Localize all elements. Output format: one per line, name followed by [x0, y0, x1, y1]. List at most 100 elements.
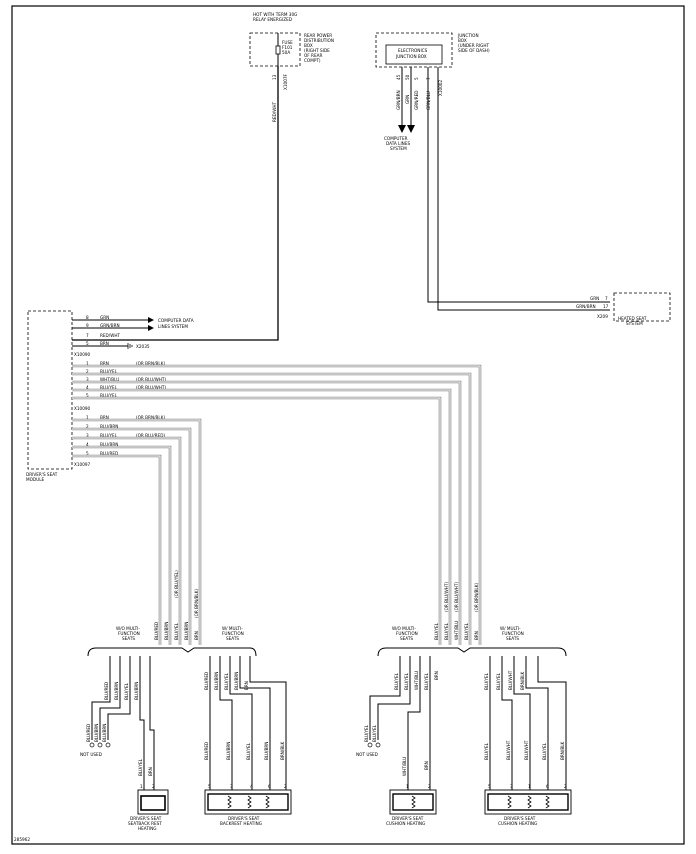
left-w-route [249, 656, 287, 795]
left-wo-label: SEATS [122, 636, 135, 641]
grn-brn-wire [437, 67, 610, 311]
jbox-conn: X10002 [438, 79, 443, 96]
not-used-terminals [367, 742, 381, 748]
jbox-pin: 5 [414, 77, 419, 80]
left-harness [72, 418, 202, 645]
jbox-wire-label: GRN/RED [414, 91, 419, 110]
junction-box [375, 32, 453, 68]
left-vert-note: (OR BLU/YEL) [174, 570, 179, 598]
right-wo-wire: BLU/YEL [394, 672, 399, 690]
module-conn: X10090 [74, 352, 91, 357]
right-wo-wire: BLU/YEL [424, 672, 429, 690]
right-w-down: BLU/WHT [506, 740, 511, 760]
rear-pin: 13 [272, 74, 277, 80]
module-cdl-1: COMPUTER DATA [158, 318, 194, 323]
left-w-down: BRN/BLK [280, 741, 285, 760]
right-w-wire: BLU/YEL [496, 672, 501, 690]
left-vertical-labels: BLU/RED BLU/BRN BLU/YEL (OR BLU/YEL) BLU… [154, 570, 199, 640]
left-big-pin: 3 [230, 784, 233, 789]
module-pin: 5 [86, 451, 89, 456]
right-vert-label: BLU/YEL [444, 622, 449, 640]
left-sm-label: HEATING [138, 826, 157, 831]
left-w-label: W/ MULTI- [222, 626, 243, 631]
resistor-icon [227, 795, 270, 809]
hot-label-1: HOT WITH TERM 30G [253, 12, 297, 17]
left-wo-route [107, 656, 131, 740]
heated-seat-system-box [613, 292, 671, 322]
right-vert-note: (OR BLU/WHT) [454, 582, 459, 612]
left-wo-wire: BLU/YEL [124, 682, 129, 700]
left-w-wire: BLU/YEL [224, 672, 229, 690]
left-w-route [219, 656, 233, 795]
right-big-label: DRIVER'S SEAT [504, 816, 536, 821]
right-wo-route [369, 656, 401, 740]
right-sm-label: DRIVER'S SEAT [392, 816, 424, 821]
left-sm-pin: 1 [140, 784, 143, 789]
module-pin: 5 [86, 393, 89, 398]
jbox-wire-label: GRN/BRN [396, 90, 401, 110]
left-w-wire: BLU/RED [204, 672, 209, 690]
left-w-down: BLU/BRN [226, 742, 231, 760]
module-pin: 1 [86, 415, 89, 420]
left-w-wire: BRN [244, 681, 249, 690]
right-seat-branch: W/O MULTI- FUNCTION SEATS W/ MULTI- FUNC… [356, 626, 572, 826]
fuse-label-1: FUSE [282, 40, 293, 45]
jbox-side-line: BOX [458, 38, 467, 43]
right-w-wire: BRN/BLK [520, 671, 525, 690]
left-w-label: SEATS [226, 636, 239, 641]
cdl-label-2: DATA LINES [386, 141, 410, 146]
right-big-pin: 1 [528, 784, 531, 789]
heater-element [487, 793, 569, 811]
right-wo-wire: BLU/YEL [404, 672, 409, 690]
rear-box-line: COMPT) [304, 58, 321, 63]
module-label-2: MODULE [26, 477, 45, 482]
hs-pin: 7 [605, 296, 608, 301]
right-not-used: NOT USED [356, 752, 378, 757]
right-w-route [525, 656, 549, 795]
left-wo-wire: BLU/RED [104, 682, 109, 700]
right-wo-down: WHT/BLU [402, 757, 407, 776]
left-vert-note: (OR BRN/BLK) [194, 589, 199, 618]
right-wo-label: SEATS [400, 636, 413, 641]
left-wo-route [99, 656, 121, 740]
right-w-down: BLU/YEL [542, 742, 547, 760]
right-w-label: SEATS [506, 636, 519, 641]
left-wo-down: BLU/YEL [138, 758, 143, 776]
left-not-used: NOT USED [80, 752, 102, 757]
module-wire-label: WHT/BLU [100, 377, 119, 382]
module-label-1: DRIVER'S SEAT [26, 472, 58, 477]
module-wire-label: BRN [100, 415, 109, 420]
hs-wire-label: GRN/BRN [576, 304, 596, 309]
module-pin: 3 [86, 433, 89, 438]
heater-element [207, 793, 289, 811]
left-vert-label: BLU/YEL [174, 622, 179, 640]
not-used-terminals [89, 742, 111, 748]
module-pin: 5 [86, 341, 89, 346]
left-vert-label: BLU/RED [154, 622, 159, 640]
left-vert-label: BLU/BRN [164, 622, 169, 640]
rear-box-line: BOX [304, 43, 313, 48]
right-vert-label: BRN [474, 631, 479, 640]
left-w-route [229, 656, 253, 795]
left-w-route [239, 656, 271, 795]
red-wht-wire [72, 66, 279, 341]
right-wo-label: W/O MULTI- [392, 626, 416, 631]
left-seat-branch: W/O MULTI- FUNCTION SEATS W/ MULTI- FUNC… [80, 626, 292, 831]
figure-id: 285962 [14, 837, 30, 842]
hs-label-2: SYSTEM [626, 321, 643, 326]
left-wo-side: BLU/BRN [94, 724, 99, 742]
left-wo-side: BLU/RED [86, 724, 91, 742]
rear-box-line: OF REAR [304, 53, 322, 58]
hs-pin: 17 [603, 304, 609, 309]
hot-label-2: RELAY ENERGIZED [253, 17, 292, 22]
cdl-label-3: SYSTEM [390, 146, 407, 151]
resistor-icon [411, 795, 416, 809]
jbox-pins: 45 50 5 7 X10002 [396, 74, 443, 96]
fuse-label-2: F101 [282, 45, 293, 50]
cdl-label-1: COMPUTER [384, 136, 408, 141]
left-wo-side: BLU/BRN [102, 724, 107, 742]
module-wire-label: BLU/BRN [100, 442, 118, 447]
jbox-side-line: SIDE OF DASH) [458, 48, 490, 53]
rear-conn: X1007F [283, 73, 288, 90]
